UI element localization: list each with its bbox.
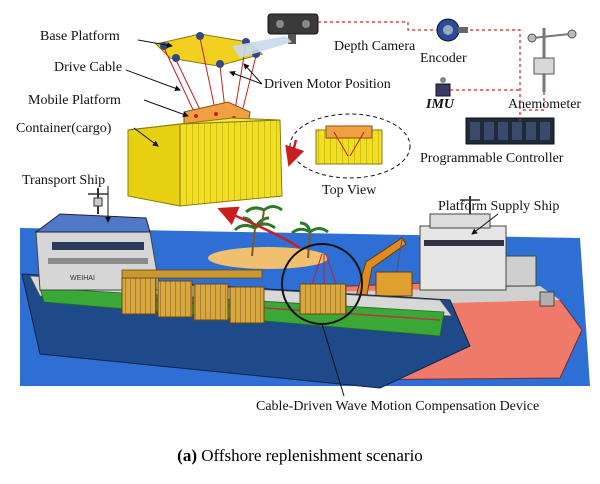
- caption-text: Offshore replenishment scenario: [197, 446, 423, 465]
- label-platform-supply-ship: Platform Supply Ship: [438, 199, 559, 214]
- anemometer-icon: [527, 28, 577, 92]
- depth-camera: [232, 13, 319, 58]
- label-device: Cable-Driven Wave Motion Compensation De…: [256, 399, 539, 414]
- ship-name-text: WEIHAI: [70, 275, 95, 282]
- imu-icon: [435, 77, 451, 97]
- encoder-icon: [436, 18, 468, 42]
- red-arrows: [217, 139, 305, 250]
- label-transport-ship: Transport Ship: [22, 173, 105, 188]
- label-driven-motor-position: Driven Motor Position: [264, 77, 391, 92]
- label-base-platform: Base Platform: [40, 29, 120, 44]
- programmable-controller-icon: [465, 117, 555, 145]
- label-encoder: Encoder: [420, 51, 467, 66]
- leader-lines: [105, 39, 499, 397]
- label-anemometer: Anemometer: [508, 97, 581, 112]
- label-container: Container(cargo): [16, 121, 112, 136]
- label-imu: IMU: [425, 97, 455, 112]
- device-on-ship: [281, 243, 363, 325]
- top-view-inset: [289, 113, 411, 179]
- exploded-device: [127, 32, 283, 207]
- label-top-view: Top View: [322, 183, 377, 198]
- sensor-links: [318, 21, 545, 124]
- caption-tag: (a): [177, 446, 197, 465]
- label-mobile-platform: Mobile Platform: [28, 93, 121, 108]
- deck-containers: [121, 269, 265, 324]
- label-programmable-controller: Programmable Controller: [420, 151, 564, 166]
- label-depth-camera: Depth Camera: [334, 39, 416, 54]
- label-drive-cable: Drive Cable: [54, 60, 122, 75]
- figure-caption: (a) Offshore replenishment scenario: [0, 446, 600, 466]
